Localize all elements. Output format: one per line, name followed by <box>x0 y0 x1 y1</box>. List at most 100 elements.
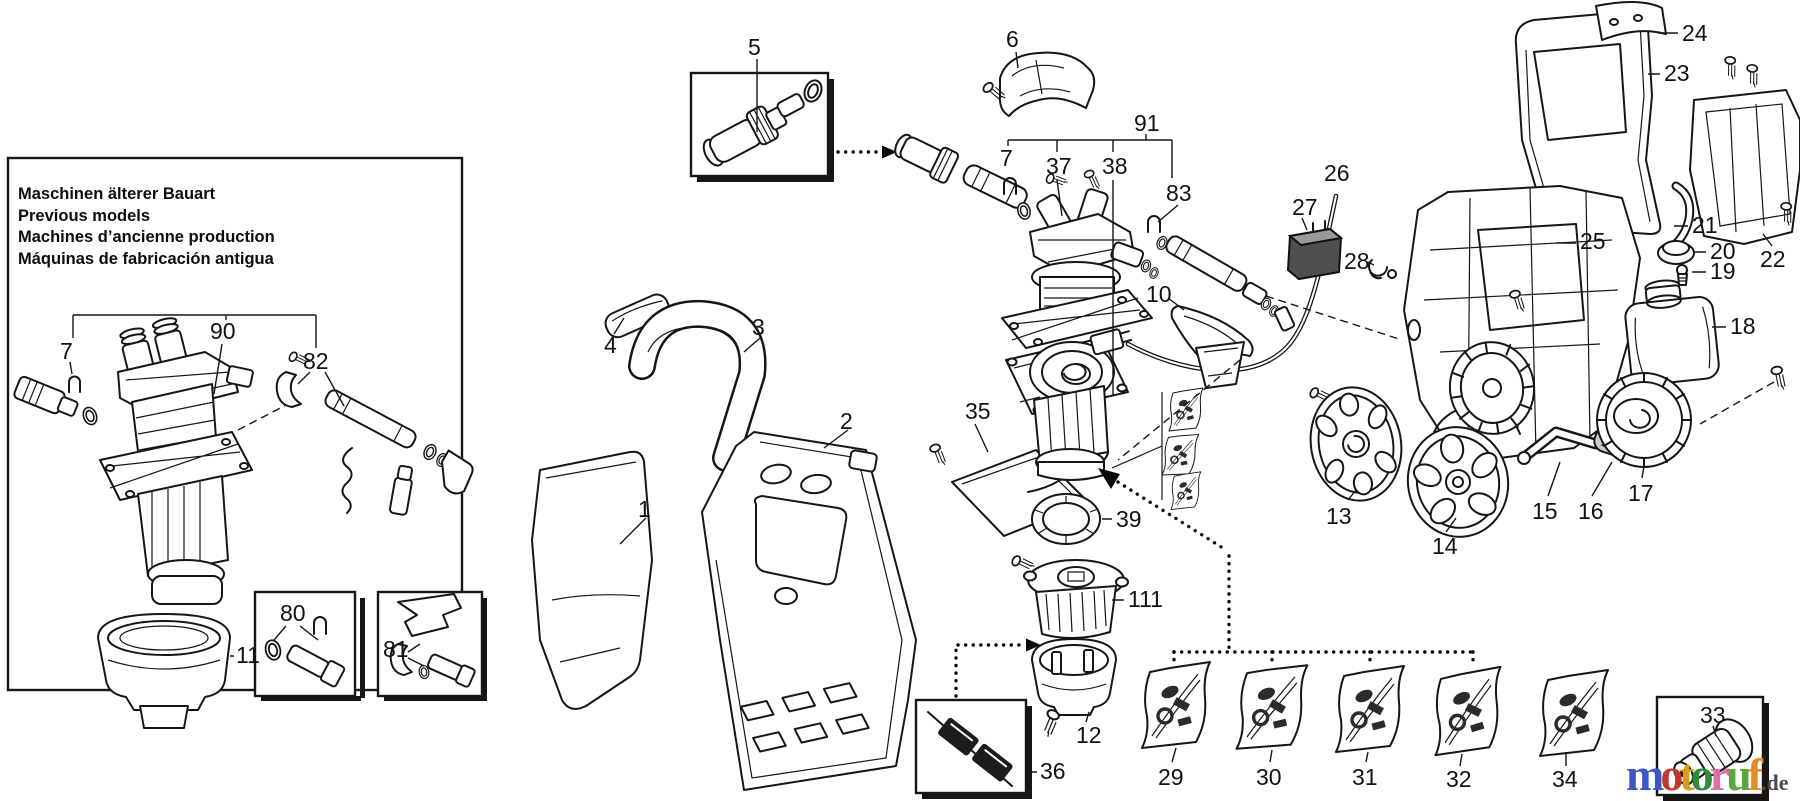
part-label-37: 37 <box>1046 153 1072 179</box>
part-label-7-center: 7 <box>1000 145 1013 171</box>
part-label-23: 23 <box>1664 60 1690 86</box>
carbon-brush <box>938 717 979 756</box>
part-label-22: 22 <box>1760 246 1786 272</box>
seal-ring-39 <box>1031 493 1101 545</box>
info-line-en: Previous models <box>18 206 151 225</box>
inlet-coupling-assembly <box>894 133 1033 222</box>
part-label-10: 10 <box>1146 281 1172 307</box>
clip-28 <box>1368 259 1397 280</box>
old-clip-7 <box>68 375 81 393</box>
logo-letter: m <box>1626 749 1664 800</box>
logo-letter: t <box>1679 749 1694 800</box>
mount-bracket-22 <box>1689 51 1800 245</box>
part-label-5: 5 <box>748 34 761 60</box>
suction-tube-21 <box>1667 181 1695 252</box>
front-housing-part-2 <box>701 431 917 791</box>
side-shell-part-1 <box>531 450 653 710</box>
part-label-35: 35 <box>965 398 991 424</box>
part-label-13: 13 <box>1326 503 1352 529</box>
part-label-18: 18 <box>1730 313 1756 339</box>
back-cover-23 <box>1514 10 1662 250</box>
handle-strip-24 <box>1595 0 1667 41</box>
part-label-25: 25 <box>1580 228 1606 254</box>
part-label-31: 31 <box>1352 764 1378 790</box>
tank-cap-20 <box>1657 240 1695 265</box>
part-label-14: 14 <box>1432 533 1458 559</box>
part-label-38: 38 <box>1102 153 1128 179</box>
part-label-111: 111 <box>1128 586 1163 612</box>
small-kit-bags <box>1111 387 1204 511</box>
part-label-3: 3 <box>752 314 765 340</box>
part-label-81: 81 <box>383 636 409 662</box>
info-line-de: Maschinen älterer Bauart <box>18 185 216 203</box>
part-label-17: 17 <box>1628 480 1654 506</box>
part-label-6: 6 <box>1006 26 1019 52</box>
part-label-91: 91 <box>1134 110 1160 136</box>
part-label-32: 32 <box>1446 766 1472 792</box>
crank-handle-15 <box>1517 426 1602 465</box>
fan-housing-111 <box>1007 548 1129 640</box>
old-outlet-hose-82 <box>275 345 474 516</box>
inset-box-36 <box>914 698 1032 799</box>
logo-letter: r <box>1709 749 1731 800</box>
part-label-39: 39 <box>1116 506 1142 532</box>
nozzle-part-33 <box>1673 718 1754 786</box>
part-label-15: 15 <box>1532 498 1558 524</box>
leader-lines <box>69 32 1773 773</box>
part-label-83: 83 <box>1166 180 1192 206</box>
part-label-4: 4 <box>604 332 617 358</box>
part-label-80: 80 <box>280 600 306 626</box>
handle-bracket-part-6 <box>979 51 1096 117</box>
handle-part-3 <box>628 299 767 472</box>
part-label-26: 26 <box>1324 160 1350 186</box>
bearing-cap-12 <box>1031 638 1117 738</box>
part-label-82: 82 <box>303 348 329 374</box>
logo-letter: f <box>1747 749 1763 800</box>
motor-cover-cup <box>97 613 231 729</box>
inset-box-80 <box>253 590 365 701</box>
motor-assembly <box>1005 337 1129 481</box>
old-pump-drawing <box>99 317 254 605</box>
hose-assembly-83 <box>1147 215 1296 332</box>
knob-17 <box>1596 372 1692 468</box>
logo-suffix: .de <box>1761 770 1789 795</box>
pump-assembly-37 <box>1001 166 1161 349</box>
inset-box-33 <box>1655 695 1769 801</box>
detergent-tank-18 <box>1624 279 1720 386</box>
info-line-es: Máquinas de fabricación antigua <box>18 249 274 268</box>
info-box-text: Maschinen älterer Bauart Previous models… <box>18 184 275 270</box>
part-label-36: 36 <box>1040 758 1066 784</box>
kit-bags-row <box>1140 660 1610 758</box>
logo-letter: o <box>1660 749 1683 800</box>
clip-part-7 <box>1003 177 1017 195</box>
part-label-16: 16 <box>1578 498 1604 524</box>
part-label-1: 1 <box>638 496 651 522</box>
part-label-2: 2 <box>840 408 853 434</box>
logo-letter: o <box>1690 749 1714 800</box>
part-label-30: 30 <box>1256 764 1282 790</box>
inset-box-81 <box>376 590 487 701</box>
part-label-27: 27 <box>1292 194 1318 220</box>
part-label-21: 21 <box>1692 212 1718 238</box>
part-label-24: 24 <box>1682 20 1708 46</box>
part-label-28: 28 <box>1344 248 1370 274</box>
logo-letter: u <box>1726 749 1752 800</box>
wheel-tread <box>1448 341 1536 435</box>
part-label-34: 34 <box>1552 766 1578 792</box>
part-label-20: 20 <box>1710 238 1736 264</box>
info-line-fr: Machines d’ancienne production <box>18 228 275 246</box>
part-label-90: 90 <box>210 318 236 344</box>
part-label-11: 11 <box>236 642 260 668</box>
part-label-29: 29 <box>1158 764 1184 790</box>
valve-19 <box>1676 264 1688 286</box>
part-label-33: 33 <box>1700 702 1726 728</box>
part-label-7-left: 7 <box>60 338 73 364</box>
motoruf-logo: motoruf.de <box>1626 752 1789 798</box>
old-inlet-fitting <box>13 375 100 428</box>
hose-reel-disc-13 <box>1309 386 1403 502</box>
wheel-14 <box>1406 426 1510 538</box>
capacitor-27 <box>1286 220 1344 281</box>
part-label-12: 12 <box>1076 722 1102 748</box>
